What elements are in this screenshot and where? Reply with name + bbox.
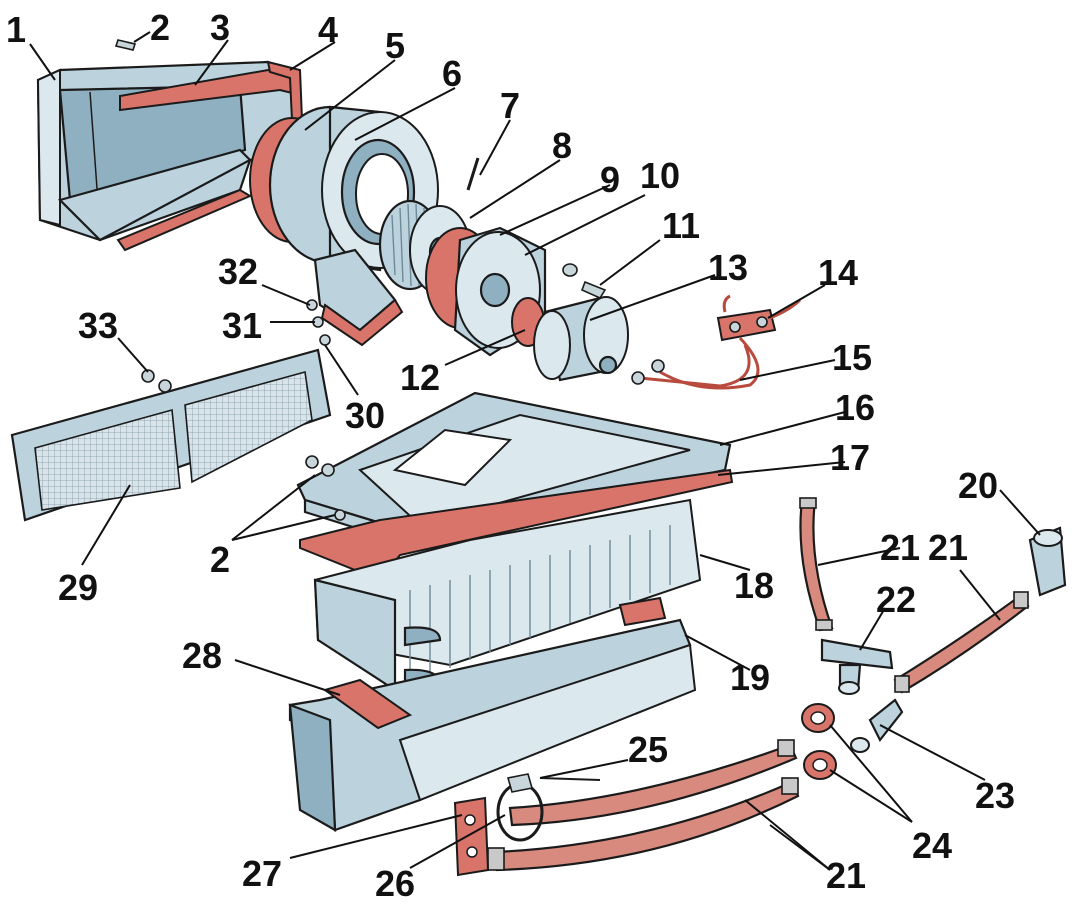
callout-4: 4	[318, 9, 338, 50]
callout-21-upper-right: 21	[928, 527, 968, 568]
callout-29: 29	[58, 567, 98, 608]
callout-11: 11	[662, 205, 700, 246]
bolt-11	[562, 263, 607, 300]
wire-harness-15	[631, 336, 760, 390]
callout-18: 18	[734, 565, 774, 606]
callout-23: 23	[975, 775, 1015, 816]
callout-28: 28	[182, 635, 222, 676]
gasket-17	[299, 468, 734, 582]
heater-bottom-pan	[288, 618, 697, 832]
bracket-27	[453, 796, 490, 877]
callout-6: 6	[442, 53, 462, 94]
fasteners-30-32	[306, 299, 331, 346]
callout-25: 25	[628, 729, 668, 770]
screw-2-upper	[114, 39, 137, 51]
callout-22: 22	[876, 579, 916, 620]
leader-lines	[29, 31, 1041, 871]
electric-motor	[533, 296, 629, 382]
callout-2-lower: 2	[210, 539, 230, 580]
callout-17: 17	[830, 437, 870, 478]
callout-10: 10	[640, 155, 680, 196]
hoses-21-lower	[487, 739, 800, 872]
callout-3: 3	[210, 7, 230, 48]
callout-21-lower: 21	[826, 855, 866, 896]
callout-12: 12	[400, 357, 440, 398]
callout-19: 19	[730, 657, 770, 698]
callout-labels: 1 2 3 4 5 6 7 8 9 10 11 12 13 14 15 16 1…	[6, 7, 1015, 904]
hose-21-upper-right	[893, 591, 1030, 694]
callout-7: 7	[500, 85, 520, 126]
valve-20	[1028, 526, 1067, 597]
seal-28	[322, 678, 413, 730]
callout-16: 16	[835, 387, 875, 428]
callout-21-upper-left: 21	[880, 527, 920, 568]
screw-2-lower	[305, 455, 346, 521]
callout-8: 8	[552, 125, 572, 166]
callout-31: 31	[222, 305, 262, 346]
callout-1: 1	[6, 9, 26, 50]
seal-19	[618, 596, 667, 627]
callout-24: 24	[912, 825, 952, 866]
air-intake-box	[36, 60, 302, 242]
callout-32: 32	[218, 251, 258, 292]
callout-9: 9	[600, 159, 620, 200]
clamp-26	[496, 773, 544, 842]
screw-33	[141, 369, 172, 393]
callout-2-top: 2	[150, 7, 170, 48]
callout-27: 27	[242, 853, 282, 894]
resistor-14	[716, 294, 802, 342]
hose-21-upper-left	[799, 497, 834, 632]
rings-24	[801, 703, 837, 780]
callout-33: 33	[78, 305, 118, 346]
callout-14: 14	[818, 252, 858, 293]
callout-26: 26	[375, 863, 415, 904]
tee-23	[850, 698, 904, 753]
callout-30: 30	[345, 395, 385, 436]
pin-25	[539, 777, 601, 781]
callout-5: 5	[385, 25, 405, 66]
callout-13: 13	[708, 247, 748, 288]
callout-15: 15	[832, 337, 872, 378]
callout-20: 20	[958, 465, 998, 506]
filter-grille	[10, 348, 332, 522]
tee-22	[820, 638, 894, 695]
gasket-lower	[116, 188, 253, 252]
heater-top-cover	[296, 391, 732, 550]
